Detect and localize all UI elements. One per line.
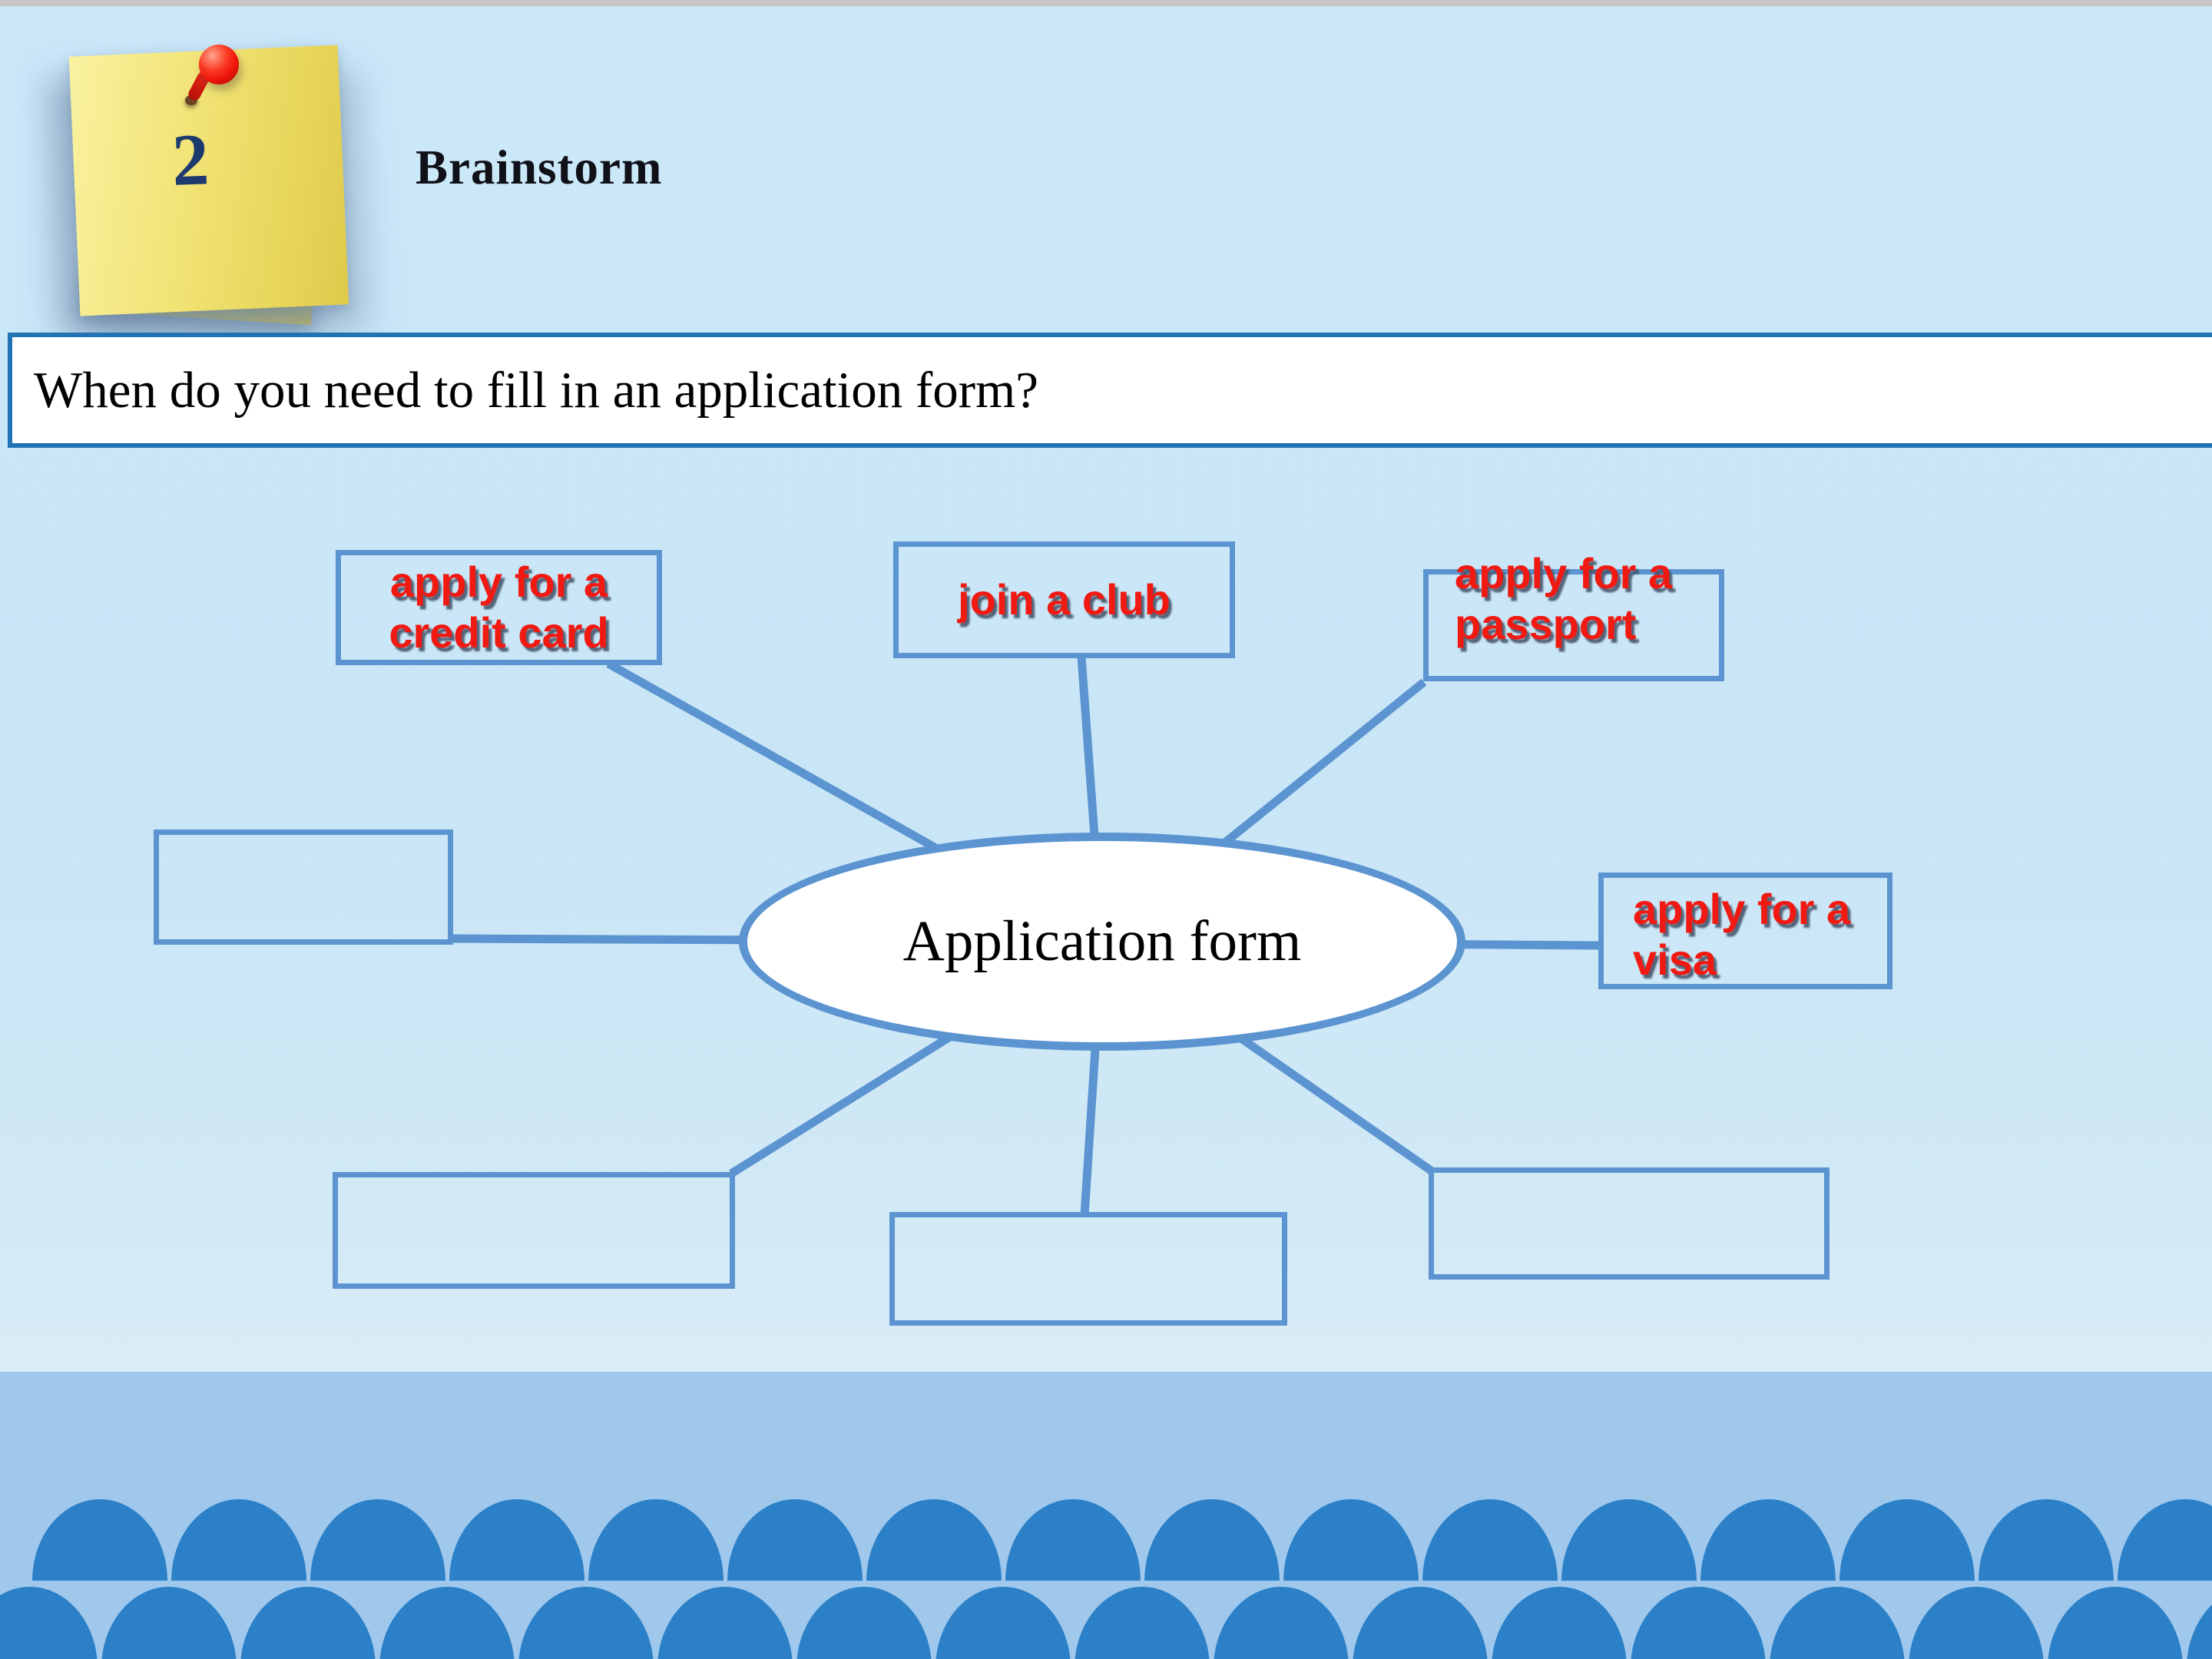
center-label: Application form — [902, 909, 1302, 973]
node-box-empty-left — [154, 830, 453, 945]
node-label-join-club: join a club — [958, 575, 1171, 624]
node-box-visa: apply for a visa — [1598, 873, 1892, 989]
node-label-visa: apply for a visa — [1633, 885, 1851, 984]
node-box-empty-bottom-left — [333, 1172, 735, 1289]
node-box-passport: apply for a passport — [1423, 549, 1724, 681]
node-box-empty-bottom-middle — [889, 1212, 1287, 1326]
question-text: When do you need to fill in an applicati… — [34, 361, 1038, 419]
node-box-join-club: join a club — [893, 541, 1235, 658]
center-ellipse: Application form — [739, 833, 1465, 1051]
node-box-empty-bottom-right — [1429, 1167, 1830, 1280]
node-box-credit-card: apply for a credit card — [336, 550, 662, 665]
slide-title: Brainstorm — [416, 141, 663, 194]
pushpin-icon — [199, 45, 239, 84]
question-banner: When do you need to fill in an applicati… — [8, 333, 2212, 448]
node-label-credit-card: apply for a credit card — [389, 558, 609, 657]
node-label-passport: apply for a passport — [1455, 549, 1673, 648]
sticky-note-badge: 2 — [42, 17, 357, 339]
top-edge-strip — [0, 0, 2212, 6]
